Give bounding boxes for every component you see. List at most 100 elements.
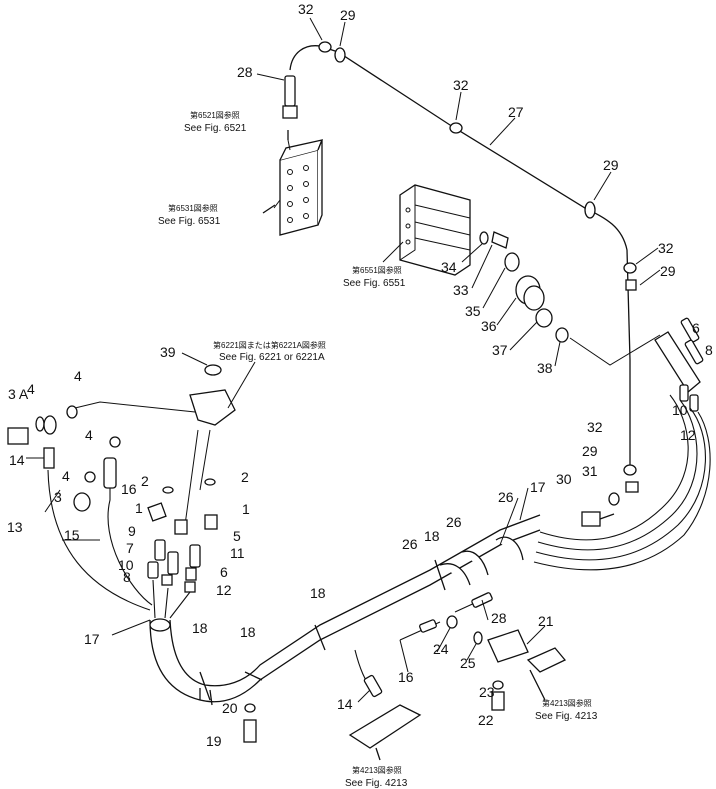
label-8a: 8 bbox=[705, 342, 713, 358]
part-labels: 32 29 28 32 27 29 32 29 34 33 35 36 37 3… bbox=[7, 1, 713, 749]
label-15: 15 bbox=[64, 527, 80, 543]
label-29c: 29 bbox=[660, 263, 676, 279]
valve-block-6531 bbox=[279, 139, 324, 236]
elbow-14a bbox=[43, 415, 57, 435]
ref-4213a-en: See Fig. 4213 bbox=[535, 711, 598, 722]
lower-hoses bbox=[243, 592, 567, 749]
clip-29b bbox=[584, 201, 596, 219]
clamp-32c bbox=[623, 262, 637, 274]
label-4c: 4 bbox=[85, 427, 93, 443]
label-14b: 14 bbox=[337, 696, 353, 712]
o-ring-34 bbox=[479, 231, 489, 245]
clamp-26a bbox=[439, 563, 471, 586]
valve-block-6551 bbox=[399, 184, 471, 276]
ref-6531-jp: 第6531図参照 bbox=[168, 203, 218, 213]
bolt-19 bbox=[243, 719, 257, 743]
label-29a: 29 bbox=[340, 7, 356, 23]
ref-6521-jp: 第6521図参照 bbox=[190, 110, 240, 120]
label-25: 25 bbox=[460, 655, 476, 671]
ref-6521-en: See Fig. 6521 bbox=[184, 123, 247, 134]
label-27: 27 bbox=[508, 104, 524, 120]
hose-16a bbox=[103, 457, 117, 489]
ref-6531-en: See Fig. 6531 bbox=[158, 216, 221, 227]
label-21: 21 bbox=[538, 613, 554, 629]
ref-4213b-en: See Fig. 4213 bbox=[345, 778, 408, 789]
ref-4213b-jp: 第4213図参照 bbox=[352, 765, 402, 775]
clamp-18c bbox=[244, 671, 263, 681]
fitting-6b bbox=[185, 567, 197, 581]
clamp-32a bbox=[318, 41, 332, 53]
label-28a: 28 bbox=[237, 64, 253, 80]
label-29b: 29 bbox=[603, 157, 619, 173]
fitting-8b bbox=[161, 574, 173, 586]
label-19: 19 bbox=[206, 733, 222, 749]
fitting-9 bbox=[154, 539, 166, 561]
label-18c: 18 bbox=[240, 624, 256, 640]
label-32c: 32 bbox=[658, 240, 674, 256]
main-harness bbox=[149, 514, 541, 706]
label-11: 11 bbox=[230, 545, 245, 561]
bracket-6221 bbox=[189, 389, 236, 426]
cap-3 bbox=[73, 492, 91, 512]
label-7: 7 bbox=[126, 540, 134, 556]
label-24: 24 bbox=[433, 641, 449, 657]
label-4d: 4 bbox=[62, 468, 70, 484]
hose-14b bbox=[363, 674, 383, 698]
o-ring-4a bbox=[66, 405, 78, 419]
arrow-4213b bbox=[375, 747, 381, 761]
label-16a: 16 bbox=[121, 481, 137, 497]
label-2b: 2 bbox=[241, 469, 249, 485]
label-3A: 3 A bbox=[8, 386, 29, 402]
ring-37 bbox=[535, 308, 553, 328]
washer-2b bbox=[204, 478, 216, 486]
label-10b: 10 bbox=[118, 557, 134, 573]
upper-pipe-route bbox=[282, 41, 639, 493]
label-18a: 18 bbox=[310, 585, 326, 601]
fitting-10b bbox=[167, 551, 179, 575]
connector-1a bbox=[147, 502, 167, 522]
label-39: 39 bbox=[160, 344, 176, 360]
clamp-18d bbox=[434, 559, 446, 591]
clip-29a bbox=[334, 47, 346, 63]
block-21 bbox=[487, 629, 529, 663]
label-32a: 32 bbox=[298, 1, 314, 17]
label-17a: 17 bbox=[84, 631, 100, 647]
connector-1b bbox=[174, 519, 188, 535]
ref-6221-en: See Fig. 6221 or 6221A bbox=[219, 352, 325, 363]
label-13: 13 bbox=[7, 519, 23, 535]
clamp-26c bbox=[495, 536, 524, 561]
leader-lines bbox=[26, 17, 661, 761]
label-8b: 8 bbox=[123, 569, 131, 585]
fitting-33 bbox=[491, 231, 509, 249]
washer-2a bbox=[162, 486, 174, 494]
o-ring-4c bbox=[84, 471, 96, 483]
label-35: 35 bbox=[465, 303, 481, 319]
cap-39 bbox=[204, 364, 222, 376]
nut-35 bbox=[504, 252, 520, 272]
label-1a: 1 bbox=[135, 500, 143, 516]
label-12a: 12 bbox=[680, 427, 696, 443]
label-26c: 26 bbox=[498, 489, 514, 505]
fitting-11 bbox=[189, 544, 201, 568]
plug-3A bbox=[7, 427, 29, 445]
hose-bundle-right bbox=[533, 317, 711, 571]
label-4a: 4 bbox=[27, 381, 35, 397]
clip-29c bbox=[625, 279, 637, 291]
label-18d: 18 bbox=[424, 528, 440, 544]
union-24 bbox=[446, 615, 458, 629]
label-6a: 6 bbox=[692, 320, 700, 336]
elbow-38 bbox=[555, 327, 569, 343]
label-34: 34 bbox=[441, 259, 457, 275]
bolt-30 bbox=[581, 511, 601, 527]
o-ring-4d bbox=[35, 416, 45, 432]
label-26a: 26 bbox=[402, 536, 418, 552]
fitting-12b bbox=[184, 581, 196, 593]
hose-28-fitting bbox=[282, 105, 298, 119]
hose-28 bbox=[284, 75, 296, 107]
fitting-stack bbox=[479, 231, 661, 366]
label-12b: 12 bbox=[216, 582, 232, 598]
clamp-26b bbox=[461, 550, 489, 576]
fitting-7 bbox=[147, 561, 159, 579]
clamp-18b bbox=[199, 671, 211, 701]
